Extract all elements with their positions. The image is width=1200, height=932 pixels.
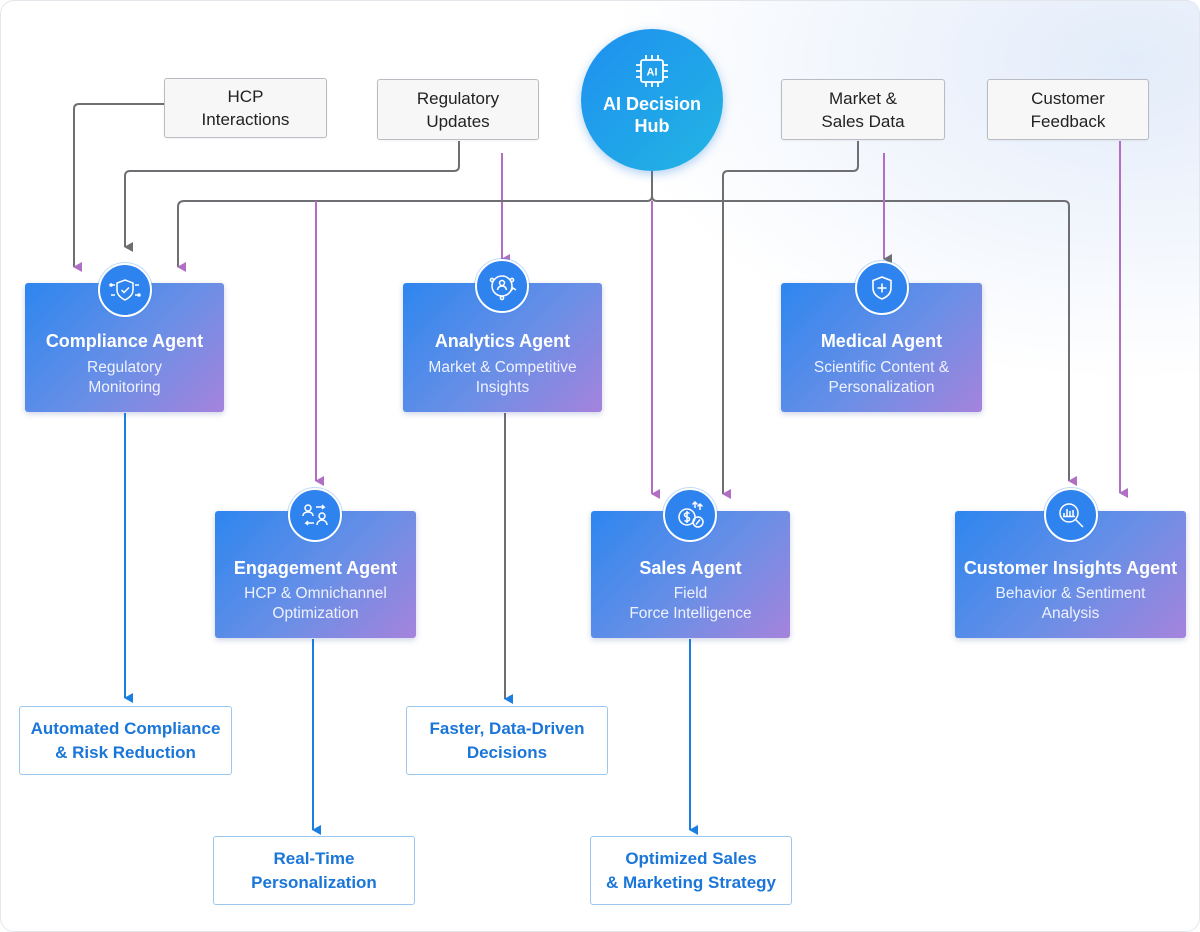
agent-subtitle: Behavior & Sentiment Analysis [995, 585, 1146, 622]
medical-shield-icon [855, 261, 909, 315]
agent-medical: Medical Agent Scientific Content & Perso… [781, 283, 982, 412]
outcome-faster-decisions: Faster, Data-Driven Decisions [406, 706, 608, 775]
outcome-optimized-sales: Optimized Sales & Marketing Strategy [590, 836, 792, 905]
agent-subtitle: Scientific Content & Personalization [813, 359, 950, 396]
outcome-automated-compliance: Automated Compliance & Risk Reduction [19, 706, 232, 775]
wire-regulatory-to-compliance [124, 141, 460, 252]
agent-subtitle: Field Force Intelligence [629, 585, 752, 622]
magnifier-chart-icon [1044, 488, 1098, 542]
source-market-sales-data: Market & Sales Data [781, 79, 945, 140]
people-exchange-icon [288, 488, 342, 542]
agent-title: Engagement Agent [233, 558, 398, 578]
agent-title: Analytics Agent [434, 331, 571, 351]
agent-subtitle: Market & Competitive Insights [428, 359, 577, 396]
shield-circuit-icon [98, 263, 152, 317]
agent-title: Sales Agent [639, 558, 742, 578]
agent-subtitle: HCP & Omnichannel Optimization [244, 585, 387, 622]
source-customer-feedback: Customer Feedback [987, 79, 1149, 140]
ai-chip-icon: AI [636, 55, 668, 87]
agent-title: Compliance Agent [45, 331, 204, 351]
agent-customer-insights: Customer Insights Agent Behavior & Senti… [955, 511, 1186, 638]
source-hcp-interactions: HCP Interactions [164, 78, 327, 138]
dollar-percent-icon [663, 488, 717, 542]
wire-hcp-to-compliance [73, 103, 164, 272]
ai-decision-hub: AI AI Decision Hub [581, 29, 723, 171]
outcome-real-time-personalization: Real-Time Personalization [213, 836, 415, 905]
agent-title: Medical Agent [820, 331, 943, 351]
agent-title: Customer Insights Agent [963, 558, 1178, 578]
wire-hub-trunk-left [177, 171, 653, 272]
ai-chip-text: AI [647, 67, 658, 79]
source-regulatory-updates: Regulatory Updates [377, 79, 539, 140]
analytics-network-icon [475, 259, 529, 313]
agent-subtitle: Regulatory Monitoring [87, 359, 162, 396]
hub-label: AI Decision Hub [602, 94, 702, 136]
